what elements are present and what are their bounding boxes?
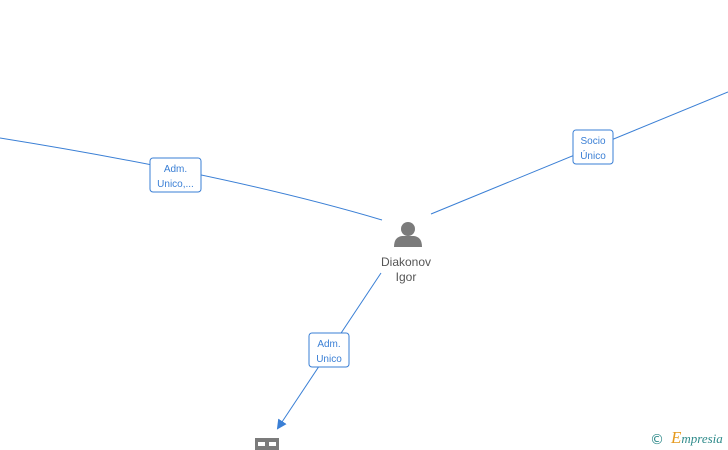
edge-line-left <box>0 137 383 221</box>
company-node[interactable] <box>255 438 279 450</box>
person-name-line2: Igor <box>396 270 417 284</box>
edge-label-bottom-line2: Unico <box>316 354 342 365</box>
brand-logo-text: Empresia <box>670 428 723 447</box>
person-node[interactable]: Diakonov Igor <box>381 222 431 284</box>
edge-label-bottom-line1: Adm. <box>317 339 340 350</box>
edge-label-right[interactable]: Socio Único <box>572 129 614 165</box>
brand-watermark: © Empresia <box>650 428 723 448</box>
brand-initial: E <box>670 428 682 447</box>
edge-label-left[interactable]: Adm. Unico,... <box>149 157 202 193</box>
edge-label-bottom[interactable]: Adm. Unico <box>308 332 350 368</box>
copyright-symbol: © <box>650 432 664 448</box>
edge-label-left-line1: Adm. <box>164 164 187 175</box>
edge-label-left-line2: Unico,... <box>157 179 194 190</box>
person-icon <box>394 222 422 247</box>
building-icon <box>255 438 279 450</box>
brand-rest: mpresia <box>681 431 723 446</box>
edge-label-right-line2: Único <box>580 149 606 162</box>
edge-label-right-line1: Socio <box>580 136 605 147</box>
person-name-line1: Diakonov <box>381 255 431 269</box>
